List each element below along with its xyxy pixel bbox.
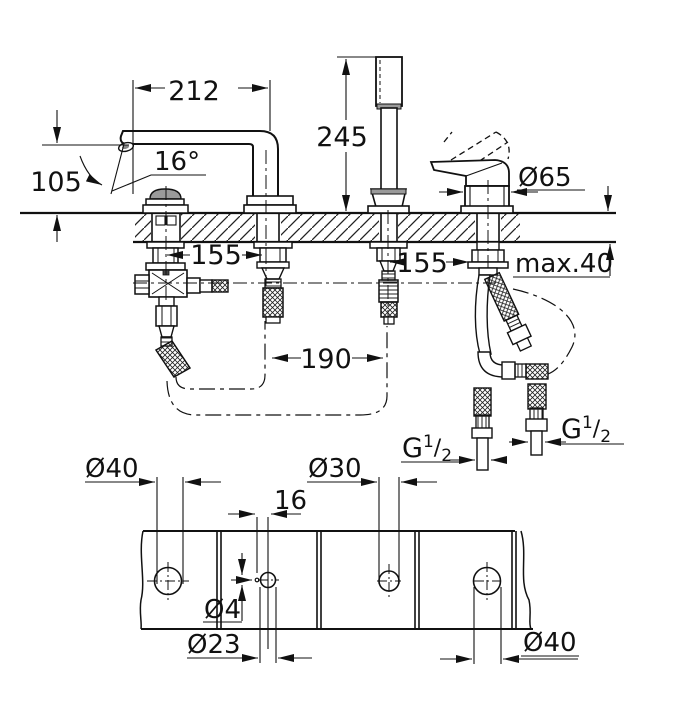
dim-hole2-diameter: Ø23	[187, 630, 241, 660]
dimension-lines	[42, 56, 624, 464]
lever-mixer	[429, 131, 549, 380]
dimension-labels: 212 245 105 16° Ø65 155 155 190 max.40 G…	[30, 76, 613, 660]
dim-spacing-center: 190	[300, 344, 352, 375]
hose-loop-right	[512, 288, 576, 375]
bath-spout	[117, 130, 297, 324]
dim-spacing-left: 155	[190, 240, 242, 271]
hole-centerlines	[147, 562, 500, 600]
break-edge-left	[139, 530, 144, 630]
dim-spout-height: 105	[30, 167, 82, 198]
dim-pin-offset: 16	[274, 486, 307, 516]
supply-tail-left	[471, 387, 493, 471]
hose-loop-outer	[166, 326, 388, 416]
plan-dimensions	[85, 477, 579, 664]
dim-spout-reach: 212	[168, 76, 220, 107]
hose-loop-inner	[175, 321, 266, 390]
dim-hole4-diameter: Ø40	[523, 628, 577, 658]
plate-joints	[216, 531, 517, 629]
hand-shower	[367, 56, 410, 325]
centerlines	[133, 150, 496, 325]
dim-thread-right: G1/2	[561, 413, 611, 447]
dim-hole3-diameter: Ø30	[308, 454, 362, 484]
break-edge-right	[520, 530, 532, 630]
supply-tail-right	[525, 383, 548, 456]
mixer-hose-diagonal	[483, 271, 533, 352]
dim-spout-angle: 16°	[154, 147, 200, 177]
dim-hole1-diameter: Ø40	[85, 454, 139, 484]
dim-max-deck-thickness: max.40	[515, 249, 613, 279]
dim-pin-diameter: Ø4	[204, 595, 241, 625]
dim-spacing-right: 155	[396, 248, 448, 279]
deck-plan-view	[85, 477, 579, 664]
hose-routing-curves	[166, 288, 576, 416]
mounting-deck-section	[20, 211, 616, 244]
dim-thread-left: G1/2	[402, 432, 452, 466]
dim-handshower-height: 245	[316, 122, 368, 153]
dim-escutcheon-diameter: Ø65	[518, 163, 572, 193]
